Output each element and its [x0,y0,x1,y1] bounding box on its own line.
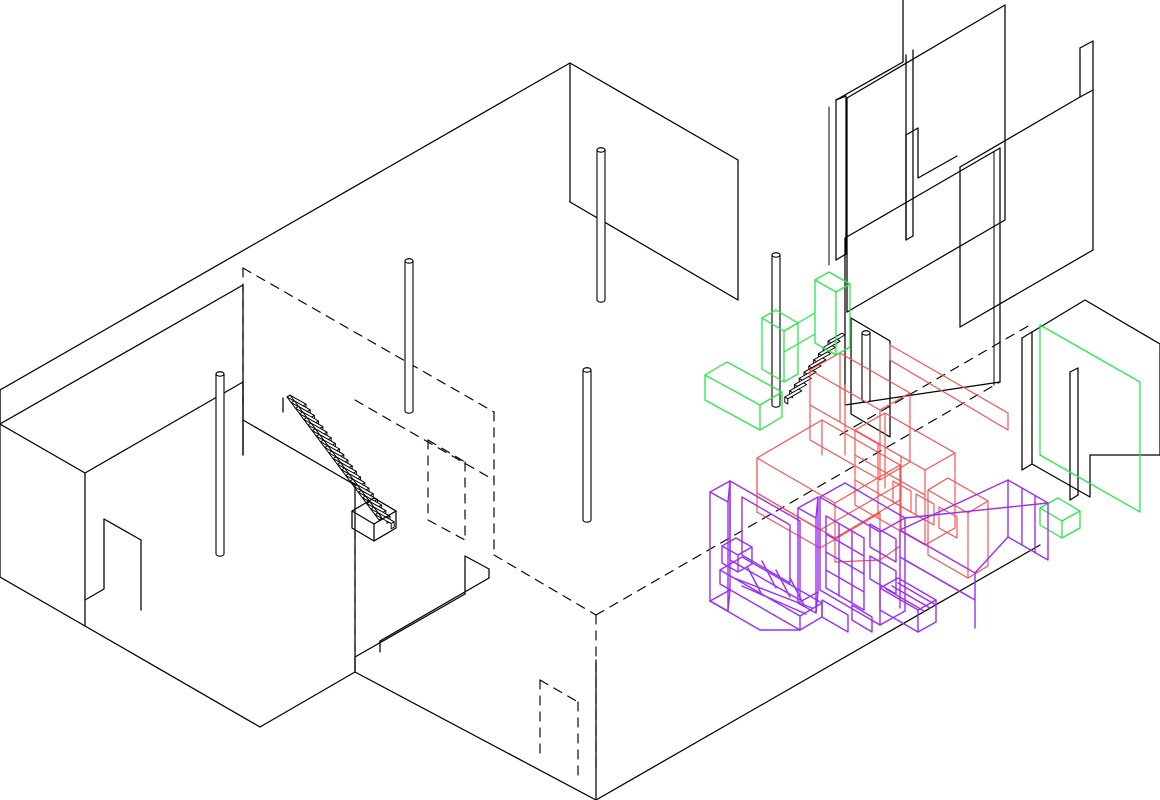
column [404,258,414,414]
column [215,371,225,557]
column [861,330,871,403]
column [582,367,592,523]
column [596,147,606,303]
green-overlay-objects [704,271,1141,539]
stair-tread [784,396,789,405]
hidden-edges [242,267,1031,783]
main-staircase [282,394,397,542]
stair-tread [390,521,395,530]
floor-slab [354,484,1041,800]
shell-faces [0,200,1040,660]
column [771,252,781,408]
secondary-staircase [784,317,891,438]
stair-tread [286,394,383,521]
right-bay-walls [1021,299,1160,501]
purple-overlay-kitchen [709,479,1049,633]
partition-walls [828,0,1094,406]
round-columns [215,147,871,557]
